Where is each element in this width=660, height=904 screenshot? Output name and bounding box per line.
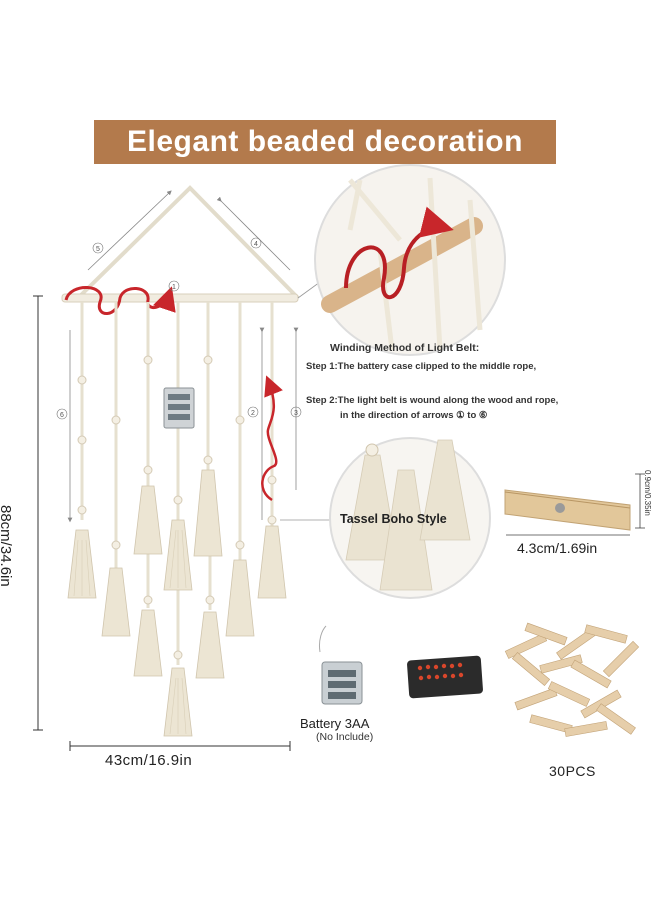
arrow-number-4: 4	[250, 237, 262, 249]
instructions-step2-line1: Step 2:The light belt is wound along the…	[306, 395, 559, 406]
instructions-step2: Step 2:The light belt is wound along the…	[306, 393, 558, 423]
arrow-number-6: 6	[56, 408, 68, 420]
svg-text:5: 5	[96, 246, 100, 253]
height-dimension-label: 88cm/34.6in	[0, 505, 14, 587]
title-banner: Elegant beaded decoration	[94, 120, 556, 164]
arrow-number-2: 2	[247, 406, 259, 418]
svg-text:6: 6	[60, 412, 64, 419]
remote-control-icon	[407, 655, 483, 699]
zoom-circle-stick	[297, 164, 506, 356]
svg-text:1: 1	[172, 284, 176, 291]
arrow-number-1: 1	[168, 280, 180, 292]
arrow-number-3: 3	[290, 406, 302, 418]
clip-height-label: 0.9cm/0.35in	[643, 470, 652, 516]
winding-arrow-side	[261, 375, 283, 502]
instructions-title: Winding Method of Light Belt:	[330, 342, 480, 354]
zoom-circle-tassel	[280, 437, 491, 599]
pieces-label: 30PCS	[549, 763, 596, 779]
wooden-stick	[61, 293, 299, 303]
winding-arrow-top	[64, 286, 176, 315]
battery-pack-icon	[319, 625, 363, 705]
battery-label: Battery 3AA	[300, 716, 370, 731]
clips-pile-icon	[504, 622, 640, 737]
instructions-step1: Step 1:The battery case clipped to the m…	[306, 361, 537, 372]
battery-note-label: (No Include)	[316, 731, 374, 743]
svg-text:3: 3	[294, 410, 298, 417]
tassel-label: Tassel Boho Style	[340, 512, 447, 526]
instructions-step2-line2: in the direction of arrows ① to ⑥	[340, 410, 488, 421]
svg-text:4: 4	[254, 241, 258, 248]
beads	[77, 355, 277, 660]
width-dimension-label: 43cm/16.9in	[105, 752, 193, 769]
arrow-number-5: 5	[92, 242, 104, 254]
hanging-rope	[76, 185, 300, 300]
battery-box-small	[163, 387, 195, 429]
clip-width-label: 4.3cm/1.69in	[517, 540, 598, 556]
clothespin-icon	[504, 489, 631, 531]
svg-text:2: 2	[251, 410, 255, 417]
